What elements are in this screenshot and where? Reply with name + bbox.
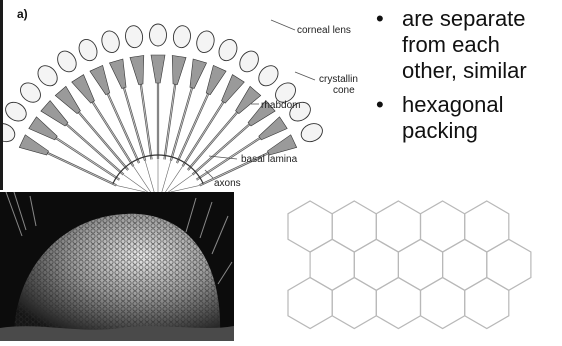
bullet-item-separate: • are separate from each other, similar	[372, 6, 562, 84]
crystalline-cone	[206, 65, 226, 94]
corneal-lens-leader	[271, 20, 295, 30]
hexagon-cell	[332, 201, 376, 252]
hexagon-cell	[487, 239, 531, 290]
crystalline-cone	[222, 75, 245, 104]
hexagon-cell	[332, 278, 376, 329]
crystalline-cone	[267, 135, 296, 155]
axon	[168, 175, 192, 192]
crystalline-cone-leader	[295, 72, 315, 80]
crystalline-cone	[236, 86, 261, 113]
label-rhabdom: rhabdom	[261, 100, 300, 111]
hexagon-cell	[288, 201, 332, 252]
panel-letter: a)	[17, 7, 28, 21]
corneal-lens	[76, 37, 101, 64]
bullet-line: other, similar	[402, 58, 527, 83]
bullet-list: • are separate from each other, similar …	[372, 6, 562, 152]
corneal-lens	[255, 62, 282, 90]
bullet-dot: •	[376, 92, 384, 118]
label-basal-lamina: basal lamina	[241, 154, 298, 165]
label-corneal-lens: corneal lens	[297, 25, 351, 36]
crystalline-cone	[130, 56, 144, 85]
crystalline-cone	[72, 75, 95, 104]
hexagon-cell	[421, 201, 465, 252]
corneal-lens	[194, 29, 216, 55]
hexagon-cell	[376, 278, 420, 329]
crystalline-cone	[172, 56, 186, 85]
corneal-lens	[17, 79, 45, 106]
crystalline-cone	[151, 55, 165, 83]
compound-eye-photo	[0, 192, 234, 341]
label-axons: axons	[214, 178, 241, 189]
crystalline-cone	[29, 117, 57, 140]
corneal-lens	[150, 24, 167, 46]
corneal-lens	[298, 120, 325, 145]
bullet-line: from each	[402, 32, 500, 57]
bullet-line: are separate	[402, 6, 526, 31]
hexagon-cell	[443, 239, 487, 290]
hexagon-cell	[421, 278, 465, 329]
corneal-lens	[216, 37, 241, 64]
hexagon-cell	[354, 239, 398, 290]
axon	[116, 185, 145, 192]
axon	[162, 161, 171, 192]
hexagon-cell	[376, 201, 420, 252]
hexagon-cell	[288, 278, 332, 329]
compound-eye-image	[0, 192, 234, 341]
corneal-lens	[172, 25, 192, 49]
bullet-item-hexagonal: • hexagonal packing	[372, 92, 562, 144]
corneal-lens	[3, 99, 30, 125]
label-crystalline: crystalline	[319, 74, 358, 85]
crystalline-cone	[109, 59, 126, 88]
crystalline-cone	[19, 135, 48, 155]
hexagonal-packing-diagram	[280, 195, 562, 341]
axon	[123, 175, 147, 192]
ommatidia-diagram: a) corneal lens crystalline cone rhabdom…	[3, 0, 358, 192]
label-cone: cone	[333, 85, 355, 96]
corneal-lens	[236, 48, 262, 76]
crystalline-cone	[259, 117, 287, 140]
crystalline-cone	[190, 59, 207, 88]
crystalline-cone	[90, 65, 110, 94]
ommatidia-fan-figure: a) corneal lens crystalline cone rhabdom…	[3, 0, 358, 192]
hexagon-cell	[310, 239, 354, 290]
bullet-line: packing	[402, 118, 478, 143]
corneal-lens	[34, 62, 61, 90]
corneal-lens	[54, 48, 80, 76]
hexagon-cell	[465, 278, 509, 329]
hexagon-cell	[398, 239, 442, 290]
corneal-lens	[124, 25, 144, 49]
hexagon-cell	[465, 201, 509, 252]
bullet-dot: •	[376, 6, 384, 32]
corneal-lens	[99, 29, 121, 55]
crystalline-cone	[41, 101, 68, 126]
axon	[145, 161, 154, 192]
hex-grid	[280, 195, 562, 341]
crystalline-cone	[55, 86, 80, 113]
bullet-line: hexagonal	[402, 92, 504, 117]
axon	[170, 185, 199, 192]
corneal-lens	[3, 120, 18, 145]
